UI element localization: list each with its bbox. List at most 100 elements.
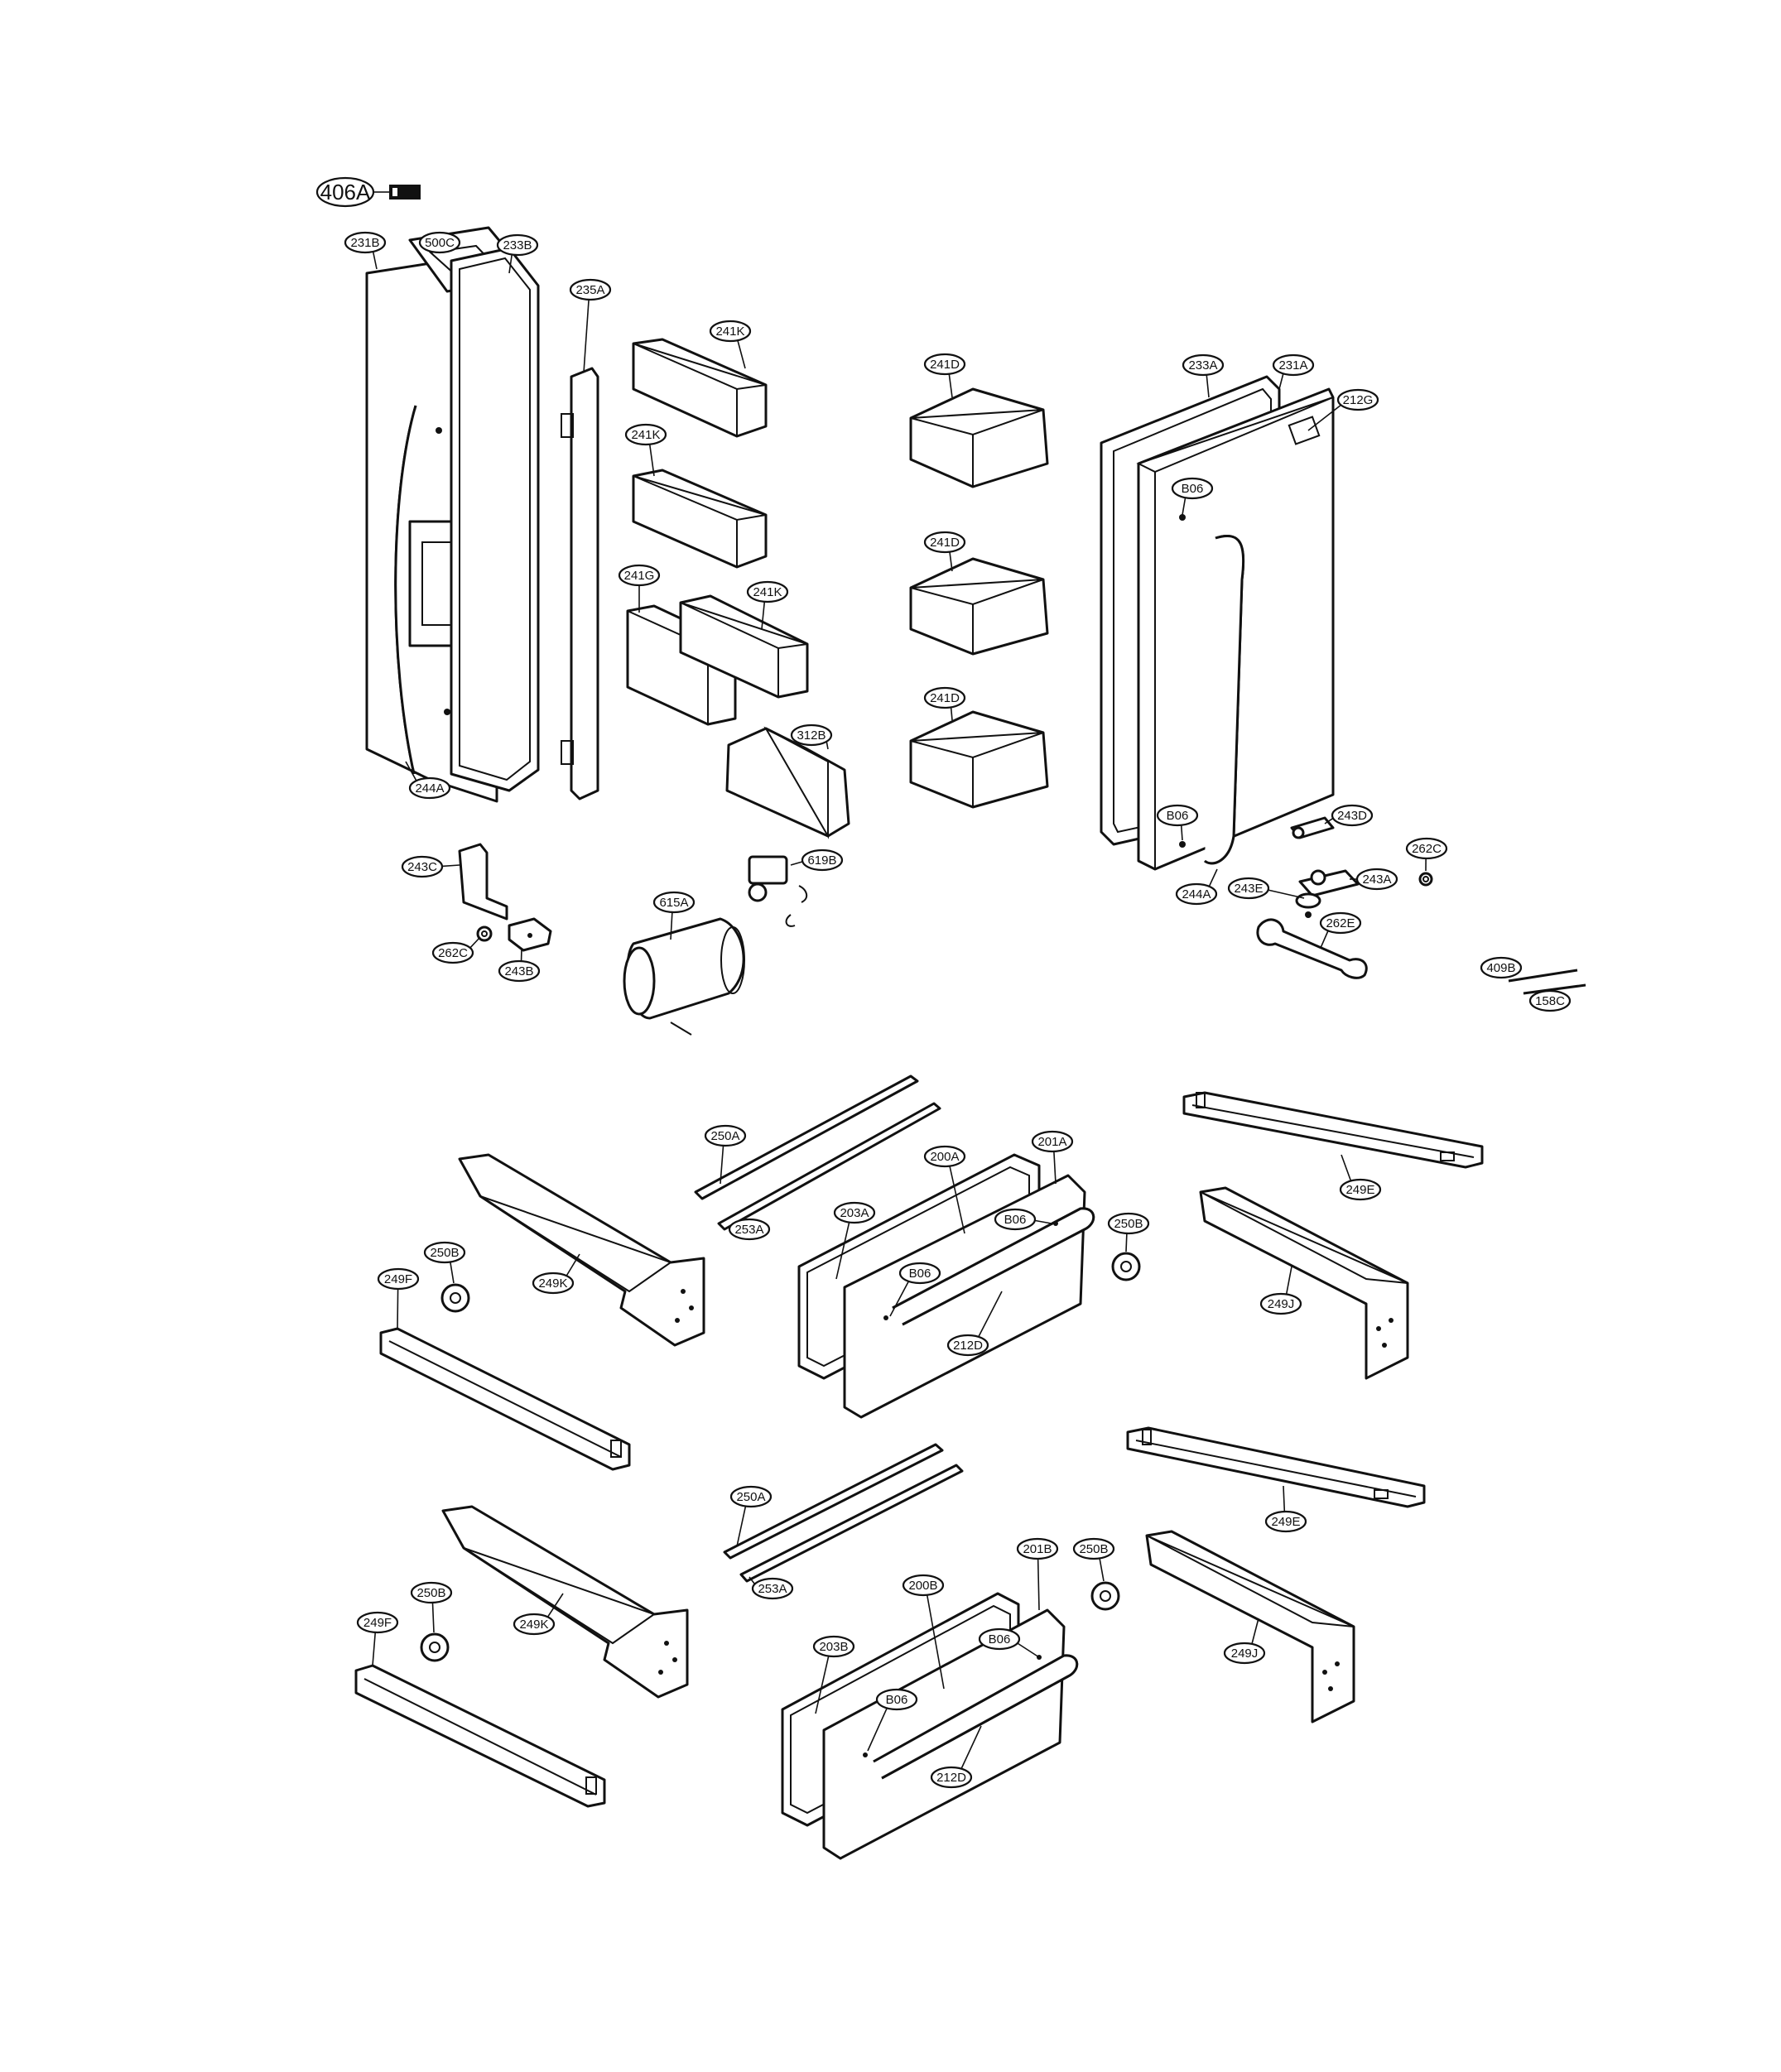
callout-oval bbox=[923, 353, 966, 376]
leader-c-235a bbox=[583, 299, 590, 373]
callout-406a: 406A bbox=[315, 176, 375, 208]
callout-oval bbox=[1528, 989, 1572, 1012]
callout-243e: 243E bbox=[1227, 877, 1270, 900]
leader-c-250b-4 bbox=[431, 1602, 435, 1633]
callout-label: 212D bbox=[936, 1771, 966, 1785]
leader-c-b06-4 bbox=[889, 1281, 910, 1317]
callout-oval bbox=[1331, 804, 1374, 827]
callout-241d: 241D bbox=[923, 531, 966, 554]
callout-oval bbox=[729, 1485, 773, 1508]
callout-oval bbox=[1259, 1292, 1302, 1315]
callout-oval bbox=[569, 278, 612, 301]
callout-label: 241G bbox=[624, 569, 655, 583]
callout-oval bbox=[994, 1208, 1037, 1231]
callout-233a: 233A bbox=[1182, 353, 1225, 377]
wrench-262e bbox=[1256, 918, 1368, 979]
callout-249f: 249F bbox=[356, 1611, 399, 1634]
leader-c-312b bbox=[826, 741, 829, 750]
callout-203a: 203A bbox=[833, 1201, 876, 1224]
callout-241k: 241K bbox=[746, 580, 789, 603]
callout-200a: 200A bbox=[923, 1145, 966, 1168]
leader-c-250b-3 bbox=[1099, 1558, 1105, 1582]
callout-label: 619B bbox=[807, 853, 836, 868]
callout-b06: B06 bbox=[898, 1262, 941, 1285]
callout-label: 250B bbox=[430, 1246, 459, 1260]
leader-c-262c-2 bbox=[469, 936, 481, 949]
gear-250b-lower-left bbox=[420, 1632, 450, 1662]
callout-label: 212D bbox=[953, 1339, 983, 1353]
callout-oval bbox=[513, 1613, 556, 1636]
callout-label: 250B bbox=[1079, 1542, 1108, 1556]
callout-oval bbox=[923, 1145, 966, 1168]
leader-c-249k-1 bbox=[566, 1253, 580, 1276]
rail-249e-lower bbox=[1126, 1426, 1426, 1508]
callout-label: 241D bbox=[930, 536, 960, 550]
callout-243d: 243D bbox=[1331, 804, 1374, 827]
callout-250b: 250B bbox=[1072, 1537, 1115, 1560]
leader-c-262e bbox=[1320, 930, 1329, 949]
callout-label: 212G bbox=[1343, 393, 1374, 407]
callout-label: 200A bbox=[930, 1150, 959, 1164]
callout-243a: 243A bbox=[1355, 868, 1398, 891]
rail-249f-upper bbox=[379, 1327, 631, 1471]
callout-oval bbox=[418, 231, 461, 254]
callout-249j: 249J bbox=[1223, 1642, 1266, 1665]
callout-oval bbox=[423, 1241, 466, 1264]
callout-oval bbox=[1319, 911, 1362, 935]
callout-oval bbox=[498, 959, 541, 983]
callout-b06: B06 bbox=[875, 1688, 918, 1711]
leader-c-619b bbox=[790, 861, 803, 866]
callout-label: 262C bbox=[1412, 842, 1442, 856]
washer-262c-right bbox=[1418, 872, 1433, 887]
callout-615a: 615A bbox=[652, 891, 696, 914]
callout-409b: 409B bbox=[1480, 956, 1523, 979]
callout-label: 233A bbox=[1188, 358, 1217, 373]
callout-oval bbox=[790, 724, 833, 747]
callout-oval bbox=[1171, 477, 1214, 500]
callout-oval bbox=[1355, 868, 1398, 891]
hinge-243c bbox=[458, 843, 508, 921]
callout-oval bbox=[801, 849, 844, 872]
callout-oval bbox=[978, 1627, 1021, 1651]
callout-500c: 500C bbox=[418, 231, 461, 254]
door-bin-241k-middle bbox=[632, 469, 768, 569]
leader-c-200b bbox=[926, 1594, 945, 1690]
leader-c-201b bbox=[1037, 1558, 1040, 1611]
callout-label: B06 bbox=[1167, 809, 1189, 823]
hinge-243b bbox=[508, 917, 552, 952]
callout-oval bbox=[315, 176, 375, 208]
callout-label: 409B bbox=[1486, 961, 1515, 975]
callout-label: 231A bbox=[1278, 358, 1307, 373]
callout-619b: 619B bbox=[801, 849, 844, 872]
callout-oval bbox=[532, 1272, 575, 1295]
leader-c-241k-3 bbox=[761, 601, 766, 630]
callout-label: B06 bbox=[909, 1267, 931, 1281]
hinge-243d bbox=[1290, 816, 1335, 839]
door-bin-241d-middle bbox=[909, 557, 1049, 656]
callout-235a: 235A bbox=[569, 278, 612, 301]
part-409b bbox=[1508, 969, 1578, 983]
callout-oval bbox=[946, 1334, 989, 1357]
gear-250b-lower-right bbox=[1090, 1581, 1120, 1611]
callout-label: 249J bbox=[1268, 1297, 1295, 1311]
leader-c-212d-1 bbox=[978, 1291, 1003, 1338]
leader-c-241d-3 bbox=[950, 707, 953, 721]
callout-label: B06 bbox=[1004, 1213, 1027, 1227]
callout-label: 249E bbox=[1271, 1515, 1300, 1529]
callout-label: 231B bbox=[350, 236, 379, 250]
callout-label: 250A bbox=[710, 1129, 739, 1143]
leader-c-249j-2 bbox=[1251, 1618, 1259, 1645]
callout-250a: 250A bbox=[729, 1485, 773, 1508]
leader-c-250a-2 bbox=[736, 1506, 747, 1547]
callout-oval bbox=[1480, 956, 1523, 979]
callout-b06: B06 bbox=[978, 1627, 1021, 1651]
callout-200b: 200B bbox=[902, 1574, 945, 1597]
callout-249e: 249E bbox=[1339, 1178, 1382, 1201]
callout-212d: 212D bbox=[930, 1766, 973, 1789]
callout-label: 241D bbox=[930, 358, 960, 372]
callout-oval bbox=[496, 233, 539, 257]
part-406a-marker bbox=[377, 185, 421, 200]
leader-c-212d-2 bbox=[960, 1725, 982, 1769]
leader-c-243d bbox=[1324, 817, 1334, 824]
water-valve-619b bbox=[748, 855, 808, 927]
